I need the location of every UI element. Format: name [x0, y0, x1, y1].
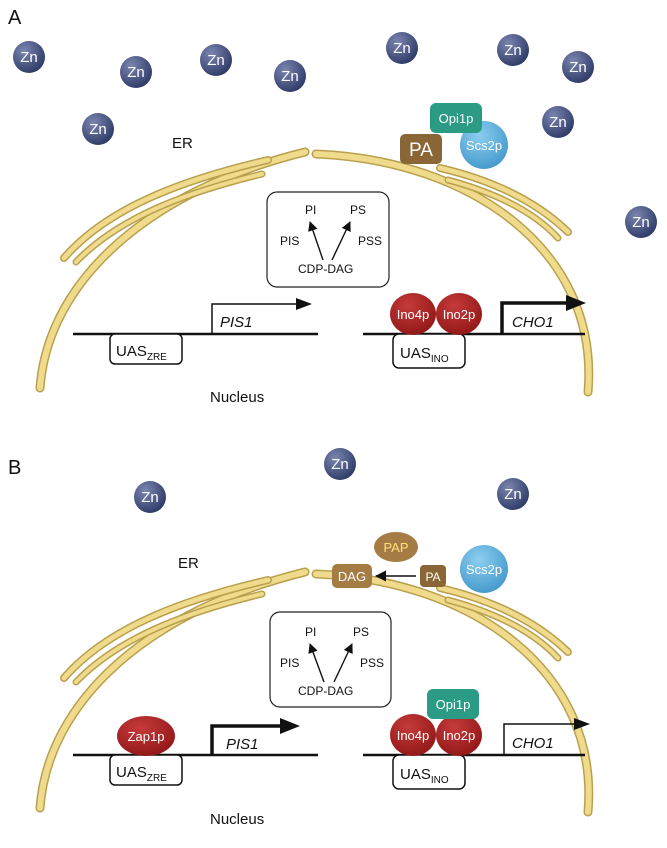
- uas-ino-label: UASINO: [400, 345, 449, 365]
- cho1-gene: UASINO CHO1: [363, 718, 590, 790]
- cho1-label: CHO1: [512, 314, 554, 331]
- er-label: ER: [172, 135, 193, 152]
- svg-text:Opi1p: Opi1p: [436, 697, 471, 712]
- pathway-box: PI PS PIS PSS CDP-DAG: [266, 191, 390, 288]
- svg-text:Zn: Zn: [504, 486, 522, 503]
- nucleus-label: Nucleus: [210, 389, 264, 406]
- nucleus-label: Nucleus: [210, 811, 264, 828]
- pis1-gene: UASZRE PIS1: [73, 298, 318, 365]
- svg-text:DAG: DAG: [338, 569, 366, 584]
- svg-text:Zn: Zn: [393, 40, 411, 57]
- svg-text:Zn: Zn: [89, 121, 107, 138]
- svg-text:PAP: PAP: [383, 540, 408, 555]
- svg-text:Zn: Zn: [632, 214, 650, 231]
- pi-label: PI: [305, 625, 316, 639]
- zinc-ion: Zn: [13, 41, 45, 73]
- svg-text:Ino2p: Ino2p: [443, 728, 476, 743]
- cho1-label: CHO1: [512, 735, 554, 752]
- dag-lipid: DAG: [332, 564, 372, 588]
- scs2p-protein: Scs2p: [460, 545, 508, 593]
- zinc-ion: Zn: [386, 32, 418, 64]
- pss-label: PSS: [358, 234, 382, 248]
- zinc-ion: Zn: [324, 448, 356, 480]
- pis1-label: PIS1: [220, 314, 253, 331]
- svg-text:Zn: Zn: [331, 456, 349, 473]
- svg-text:Zn: Zn: [207, 52, 225, 69]
- er-label: ER: [178, 555, 199, 572]
- svg-text:Ino4p: Ino4p: [397, 307, 430, 322]
- opi1p-protein: Opi1p: [427, 689, 479, 719]
- ino4p-protein: Ino4p: [390, 293, 436, 335]
- uas-zre-label: UASZRE: [116, 343, 167, 363]
- zinc-ion: Zn: [120, 56, 152, 88]
- panel-a: A Zn Zn Zn Zn Zn Zn Zn Zn Zn Zn ER PA Sc…: [8, 7, 657, 406]
- panel-a-label: A: [8, 7, 22, 29]
- svg-text:PA: PA: [409, 140, 433, 161]
- ino2p-protein: Ino2p: [436, 714, 482, 756]
- pis-label: PIS: [280, 656, 299, 670]
- svg-text:Zn: Zn: [281, 68, 299, 85]
- svg-text:Zn: Zn: [504, 42, 522, 59]
- zinc-ion: Zn: [625, 206, 657, 238]
- ino4p-protein: Ino4p: [390, 714, 436, 756]
- ps-label: PS: [350, 203, 366, 217]
- svg-text:Zn: Zn: [549, 114, 567, 131]
- svg-text:Zap1p: Zap1p: [128, 729, 165, 744]
- panel-b-label: B: [8, 457, 21, 479]
- pis1-label: PIS1: [226, 736, 259, 753]
- zinc-ion: Zn: [134, 481, 166, 513]
- zinc-ion: Zn: [497, 34, 529, 66]
- ps-label: PS: [353, 625, 369, 639]
- cho1-gene: UASINO CHO1: [363, 295, 586, 369]
- svg-text:Zn: Zn: [127, 64, 145, 81]
- svg-text:Ino2p: Ino2p: [443, 307, 476, 322]
- zinc-ion: Zn: [497, 478, 529, 510]
- pss-label: PSS: [360, 656, 384, 670]
- svg-text:Scs2p: Scs2p: [466, 562, 502, 577]
- zinc-ion: Zn: [542, 106, 574, 138]
- svg-text:Opi1p: Opi1p: [439, 111, 474, 126]
- svg-text:Ino4p: Ino4p: [397, 728, 430, 743]
- pa-lipid: PA: [400, 134, 442, 164]
- svg-text:Zn: Zn: [141, 489, 159, 506]
- opi1p-protein: Opi1p: [430, 103, 482, 133]
- zinc-ion: Zn: [562, 51, 594, 83]
- pathway-box: PI PS PIS PSS CDP-DAG: [269, 611, 392, 708]
- zinc-ion: Zn: [200, 44, 232, 76]
- svg-text:Zn: Zn: [20, 49, 38, 66]
- zap1p-protein: Zap1p: [117, 716, 175, 756]
- uas-ino-label: UASINO: [400, 766, 449, 786]
- pa-lipid: PA: [420, 565, 446, 587]
- ino2p-protein: Ino2p: [436, 293, 482, 335]
- pis1-gene: UASZRE PIS1: [73, 718, 318, 786]
- svg-text:PA: PA: [425, 570, 440, 584]
- pap-enzyme: PAP: [374, 532, 418, 562]
- cdp-dag-label: CDP-DAG: [298, 684, 353, 698]
- zinc-ion: Zn: [82, 113, 114, 145]
- pi-label: PI: [305, 203, 316, 217]
- pis-label: PIS: [280, 234, 299, 248]
- cdp-dag-label: CDP-DAG: [298, 262, 353, 276]
- zinc-ion: Zn: [274, 60, 306, 92]
- svg-text:Zn: Zn: [569, 59, 587, 76]
- panel-b: B Zn Zn Zn ER PAP DAG PA Scs2p PI: [8, 448, 590, 828]
- uas-zre-label: UASZRE: [116, 764, 167, 784]
- svg-text:Scs2p: Scs2p: [466, 138, 502, 153]
